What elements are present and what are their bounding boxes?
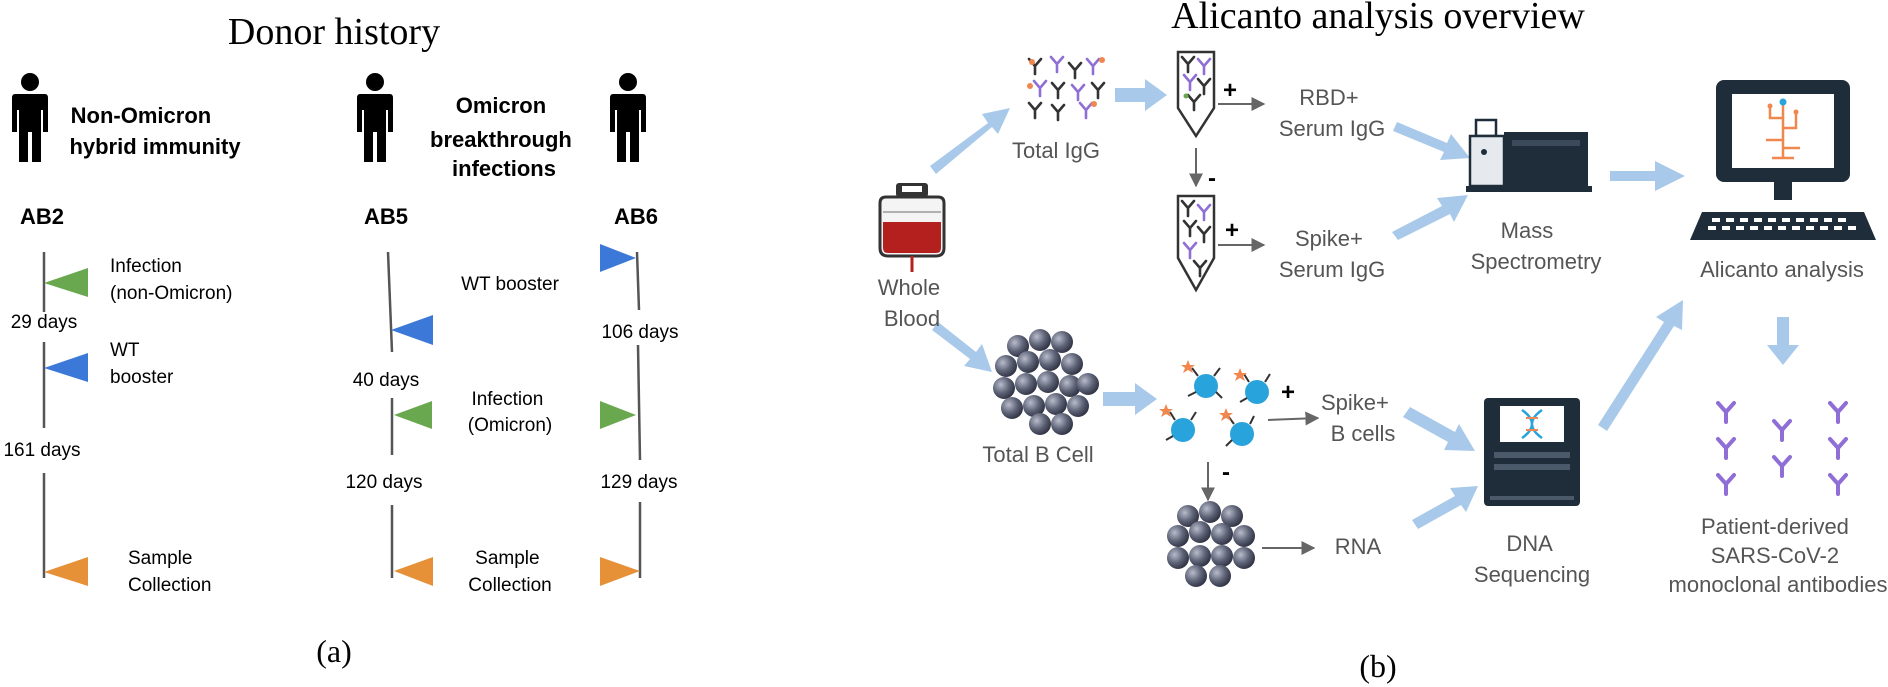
flow-arrow-igg-to-column [1115, 79, 1167, 111]
donor-label-ab2: AB2 [20, 204, 64, 229]
event-label-sample-ab2: Sample Collection [128, 548, 211, 596]
sample-flag-ab5 [394, 557, 433, 586]
flow-arrow-spike-to-ms [1392, 195, 1468, 240]
interval-label-ab6-1: 106 days [601, 322, 678, 343]
monoclonal-antibodies-icon [1716, 401, 1848, 496]
flow-arrow-rbd-to-ms [1393, 122, 1470, 160]
person-icon-ab6 [610, 73, 646, 162]
node-label-whole-blood: Whole Blood [878, 275, 946, 331]
flow-arrow-ms-to-computer [1610, 161, 1685, 191]
booster-flag-ab5 [391, 315, 433, 345]
node-label-rbd-serum: RBD+ Serum IgG [1279, 85, 1385, 141]
interval-label-ab6-2: 129 days [600, 472, 677, 493]
sample-flag-ab6 [600, 557, 640, 586]
interval-label-ab2-1: 29 days [11, 312, 78, 333]
affinity-column-spike-icon [1176, 194, 1216, 293]
flow-arrows [930, 79, 1799, 529]
node-label-total-igg: Total IgG [1012, 138, 1100, 163]
timeline-ab6 [635, 251, 642, 578]
interval-label-ab5-1: 40 days [353, 370, 420, 391]
flow-arrow-spikeb-to-dna [1403, 407, 1475, 451]
node-label-spike-serum: Spike+ Serum IgG [1279, 226, 1385, 282]
panel-a-caption: (a) [316, 633, 352, 669]
person-icon-ab5 [357, 73, 393, 162]
blood-bag-icon [878, 183, 946, 272]
infection-flag-ab2 [44, 268, 88, 297]
node-label-alicanto: Alicanto analysis [1700, 257, 1864, 282]
b-cells-sorting-icon [1159, 360, 1271, 447]
rna-cell-cluster-icon [1167, 501, 1255, 587]
group-label-omicron: Omicron breakthrough infections [430, 93, 578, 181]
panel-b: Alicanto analysis overview Whole [878, 0, 1888, 684]
infection-flag-ab5 [394, 401, 432, 429]
donor-label-ab5: AB5 [364, 204, 408, 229]
event-label-sample-omicron: Sample Collection [468, 548, 551, 596]
panel-a: Donor history Non-Omicron hybrid immunit… [3, 11, 678, 669]
total-b-cell-cluster-icon [993, 329, 1099, 435]
node-label-spike-b-cells: Spike+ B cells [1321, 390, 1395, 446]
node-label-mass-spec: Mass Spectrometry [1471, 218, 1602, 274]
flow-arrow-blood-to-igg [930, 108, 1010, 174]
interval-label-ab2-2: 161 days [3, 440, 80, 461]
booster-flag-ab6 [600, 244, 636, 272]
flow-arrow-computer-to-antibodies [1767, 317, 1799, 365]
node-label-total-b-cell: Total B Cell [982, 442, 1093, 467]
flow-arrow-blood-to-bcell [932, 322, 992, 372]
node-label-antibodies: Patient-derived SARS-CoV-2 monoclonal an… [1669, 514, 1888, 597]
panel-b-caption: (b) [1359, 648, 1396, 684]
computer-icon [1690, 80, 1876, 240]
minus-sign-b-cell: - [1222, 459, 1230, 486]
booster-flag-ab2 [44, 353, 88, 382]
antibody-cluster-icon [1027, 55, 1106, 122]
panel-a-title: Donor history [228, 11, 440, 53]
plus-sign-spike-b: + [1281, 379, 1295, 406]
node-label-rna: RNA [1335, 534, 1382, 559]
connector-spike-b [1267, 411, 1320, 426]
donor-label-ab6: AB6 [614, 204, 658, 229]
person-icon-ab2 [12, 73, 48, 162]
plus-sign-rbd: + [1223, 77, 1237, 104]
event-label-wt-booster: WT booster [461, 274, 560, 295]
flow-arrow-rna-to-dna [1412, 486, 1478, 529]
panel-b-title: Alicanto analysis overview [1171, 0, 1585, 37]
plus-sign-spike-serum: + [1225, 217, 1239, 244]
minus-sign-igg: - [1208, 165, 1216, 192]
dna-sequencer-icon [1484, 398, 1580, 506]
timeline-ab5 [386, 251, 394, 578]
infection-flag-ab6 [600, 401, 636, 429]
flow-arrow-bcell-to-sort [1103, 383, 1157, 415]
mass-spectrometer-icon [1466, 118, 1592, 192]
event-label-wt-booster-ab2: WT booster [110, 340, 174, 388]
node-label-dna-seq: DNA Sequencing [1474, 531, 1590, 587]
event-label-infection-non-omicron: Infection (non-Omicron) [110, 256, 232, 304]
flow-arrow-dna-to-computer [1598, 300, 1683, 431]
affinity-column-rbd-icon [1176, 50, 1216, 139]
event-label-infection-omicron: Infection (Omicron) [468, 389, 552, 436]
sample-flag-ab2 [44, 557, 88, 586]
interval-label-ab5-2: 120 days [345, 472, 422, 493]
group-label-non-omicron: Non-Omicron hybrid immunity [69, 103, 241, 159]
